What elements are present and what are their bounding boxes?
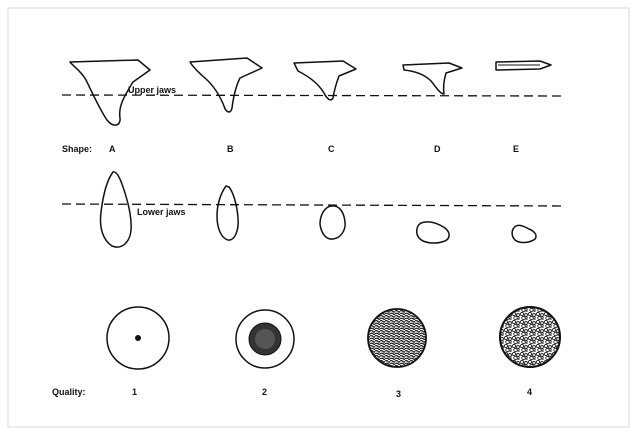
shape-label-b: B <box>227 144 234 154</box>
quality-2-core-inner <box>255 329 275 349</box>
shape-label-e: E <box>513 144 519 154</box>
quality-label-1: 1 <box>132 387 137 397</box>
quality-1-core <box>135 335 141 341</box>
quality-4-circle <box>500 307 560 367</box>
lower-jaw-shape-a <box>100 172 131 247</box>
shape-label-c: C <box>328 144 335 154</box>
upper-jaw-line <box>62 95 562 96</box>
upper-jaw-shape-b <box>190 58 262 112</box>
quality-3-circle <box>368 309 426 367</box>
quality-label-2: 2 <box>262 387 267 397</box>
lower-jaw-line <box>62 204 562 206</box>
lower-jaw-shape-e <box>512 225 536 242</box>
lower-jaw-shape-d <box>417 222 449 243</box>
lower-jaw-shape-b <box>217 186 238 240</box>
quality-prefix-label: Quality: <box>52 387 86 397</box>
upper-jaw-shape-d <box>403 63 462 94</box>
shape-prefix-label: Shape: <box>62 144 92 154</box>
shape-label-d: D <box>434 144 441 154</box>
lower-jaws-label: Lower jaws <box>137 207 186 217</box>
quality-label-4: 4 <box>527 387 532 397</box>
upper-jaw-shape-c <box>294 61 356 100</box>
lower-jaw-shape-c <box>320 206 345 239</box>
quality-label-3: 3 <box>396 389 401 399</box>
shape-label-a: A <box>109 144 116 154</box>
upper-jaws-label: Upper jaws <box>128 85 176 95</box>
